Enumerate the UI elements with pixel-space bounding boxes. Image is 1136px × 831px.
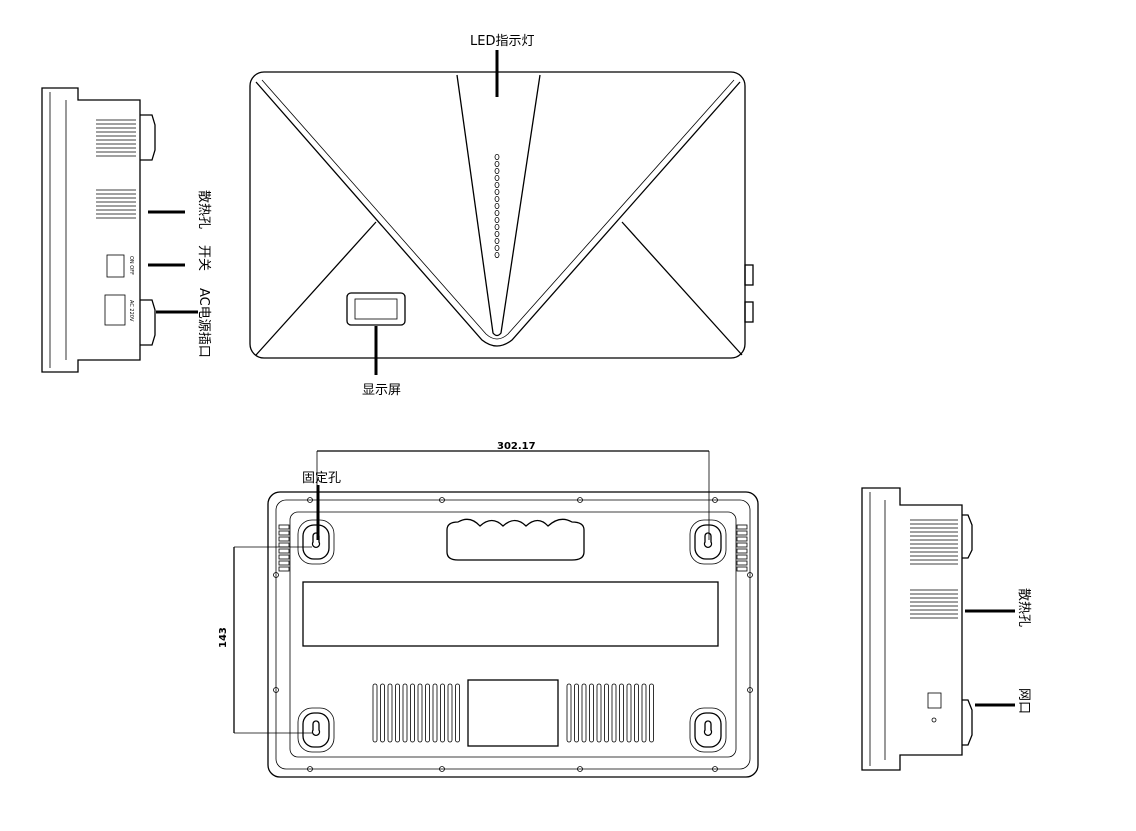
width-dimension: 302.17 xyxy=(497,441,536,452)
led-dot xyxy=(494,160,500,167)
vent-slot xyxy=(387,683,393,743)
vent-slot xyxy=(417,683,423,743)
vent-slot xyxy=(649,683,654,743)
side-vent xyxy=(736,554,748,560)
screw xyxy=(712,497,718,503)
front-view: LED指示灯 显示屏 xyxy=(249,34,754,398)
height-dimension: 143 xyxy=(218,627,229,648)
vent-slot xyxy=(410,683,415,743)
screw xyxy=(577,497,583,503)
led-dot xyxy=(494,181,500,188)
vent-slot xyxy=(574,683,579,743)
led-dot xyxy=(494,174,500,181)
keyhole xyxy=(311,720,321,736)
screw xyxy=(273,572,279,578)
vent-slot xyxy=(626,683,632,743)
side-vent xyxy=(736,524,748,530)
screw xyxy=(439,766,445,772)
mount-hole-boss xyxy=(694,712,722,748)
vent-slot xyxy=(566,683,572,743)
side-vent xyxy=(278,536,290,542)
display-screen xyxy=(346,292,406,326)
screw xyxy=(747,687,753,693)
led-dot xyxy=(494,223,500,230)
led-dot xyxy=(494,195,500,202)
vent-slot xyxy=(589,683,594,743)
vent-slot xyxy=(447,683,453,743)
on-off-text: ON OFF xyxy=(128,256,134,275)
network-port-label: 网口 xyxy=(1016,688,1031,714)
side-vent xyxy=(736,530,748,536)
led-dot xyxy=(494,244,500,251)
keyhole xyxy=(703,720,713,736)
side-vent xyxy=(278,566,290,572)
bottom-view: 302.17 143 固定孔 xyxy=(218,441,759,778)
display-label: 显示屏 xyxy=(362,383,401,398)
vent-slot xyxy=(425,683,430,743)
side-vent xyxy=(278,530,290,536)
switch-label: 开关 xyxy=(196,245,211,271)
vent-right-label: 散热孔 xyxy=(1016,588,1031,627)
keyhole xyxy=(703,532,713,548)
screw xyxy=(712,766,718,772)
screw xyxy=(439,497,445,503)
led-dot xyxy=(494,237,500,244)
vent-slot xyxy=(611,683,617,743)
mount-hole-boss xyxy=(302,524,330,560)
vent-slot xyxy=(619,683,624,743)
led-dot xyxy=(494,209,500,216)
mount-hole-label: 固定孔 xyxy=(302,471,341,486)
led-indicators xyxy=(494,153,500,258)
vent-slot xyxy=(432,683,438,743)
led-label: LED指示灯 xyxy=(470,34,534,49)
side-vent xyxy=(278,524,290,530)
led-dot xyxy=(494,153,500,160)
vent-slot xyxy=(641,683,647,743)
mount-hole-boss xyxy=(694,524,722,560)
left-side-view: ON OFF AC 220V 散热孔 开关 AC电源插口 xyxy=(41,87,211,373)
screw xyxy=(307,497,313,503)
vent-slot xyxy=(604,683,609,743)
led-dot xyxy=(494,167,500,174)
vent-slot xyxy=(395,683,400,743)
vent-slot xyxy=(596,683,602,743)
side-vent xyxy=(278,542,290,548)
side-vent xyxy=(278,548,290,554)
screw xyxy=(577,766,583,772)
led-dot xyxy=(494,251,500,258)
vent-slot xyxy=(634,683,639,743)
vent-slot xyxy=(581,683,587,743)
mount-hole-boss xyxy=(297,519,335,565)
side-vent xyxy=(278,554,290,560)
vent-slot xyxy=(372,683,378,743)
side-vent xyxy=(736,536,748,542)
side-vent xyxy=(736,560,748,566)
screw xyxy=(307,766,313,772)
side-vent xyxy=(736,542,748,548)
side-vent xyxy=(736,548,748,554)
vent-slot xyxy=(455,683,460,743)
screw xyxy=(747,572,753,578)
mount-hole-boss xyxy=(689,519,727,565)
side-vent xyxy=(278,560,290,566)
ac-tag-text: AC 220V xyxy=(128,300,134,322)
vent-left-label: 散热孔 xyxy=(196,190,211,229)
right-side-view: 散热孔 网口 xyxy=(861,487,1031,771)
vent-slot xyxy=(402,683,408,743)
vent-slot xyxy=(380,683,385,743)
mount-hole-boss xyxy=(689,707,727,753)
led-dot xyxy=(494,230,500,237)
mount-hole-boss xyxy=(297,707,335,753)
screw xyxy=(273,687,279,693)
led-dot xyxy=(494,216,500,223)
side-vent xyxy=(736,566,748,572)
led-dot xyxy=(494,188,500,195)
ac-socket-label: AC电源插口 xyxy=(196,288,211,358)
mount-hole-boss xyxy=(302,712,330,748)
vent-slot xyxy=(440,683,445,743)
led-dot xyxy=(494,202,500,209)
